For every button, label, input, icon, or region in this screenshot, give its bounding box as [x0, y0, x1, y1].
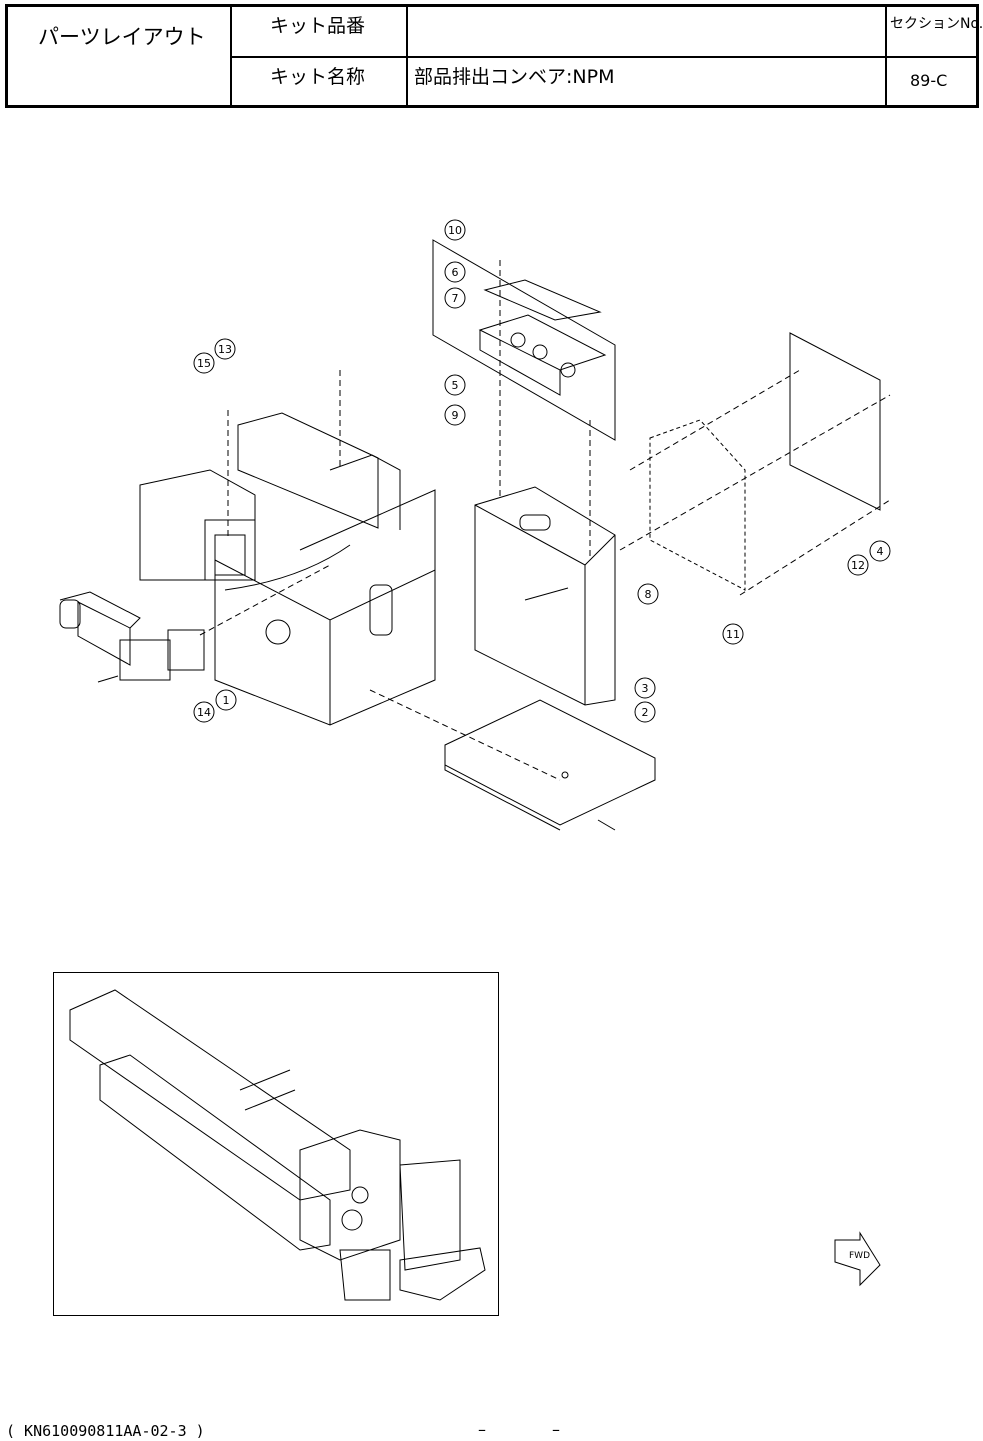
- panel-part: [433, 240, 615, 440]
- callout-label: 11: [726, 628, 740, 641]
- callout-label: 15: [197, 357, 211, 370]
- document-code: ( KN610090811AA-02-3 ): [6, 1422, 205, 1440]
- callout-label: 7: [452, 292, 459, 305]
- callout-label: 3: [642, 682, 649, 695]
- fwd-label: FWD: [849, 1251, 870, 1261]
- motor-part: [60, 592, 204, 682]
- side-panels-part: [650, 333, 880, 590]
- callout-label: 14: [197, 706, 211, 719]
- callout-label: 13: [218, 343, 232, 356]
- callout-label: 9: [452, 409, 459, 422]
- callout-label: 10: [448, 224, 462, 237]
- callout-label: 12: [851, 559, 865, 572]
- base-plate-part: [445, 700, 655, 830]
- overview-inset-frame: [53, 972, 499, 1316]
- callout-label: 1: [223, 694, 230, 707]
- main-frame-part: [140, 413, 435, 725]
- page-dash-left: –: [478, 1420, 486, 1439]
- callout-label: 6: [452, 266, 459, 279]
- callouts: [194, 220, 890, 722]
- box-cover-part: [475, 487, 615, 705]
- callout-label: 8: [645, 588, 652, 601]
- callout-label: 4: [877, 545, 884, 558]
- callout-label: 2: [642, 706, 649, 719]
- callout-label: 5: [452, 379, 459, 392]
- page-dash-right: –: [552, 1420, 560, 1439]
